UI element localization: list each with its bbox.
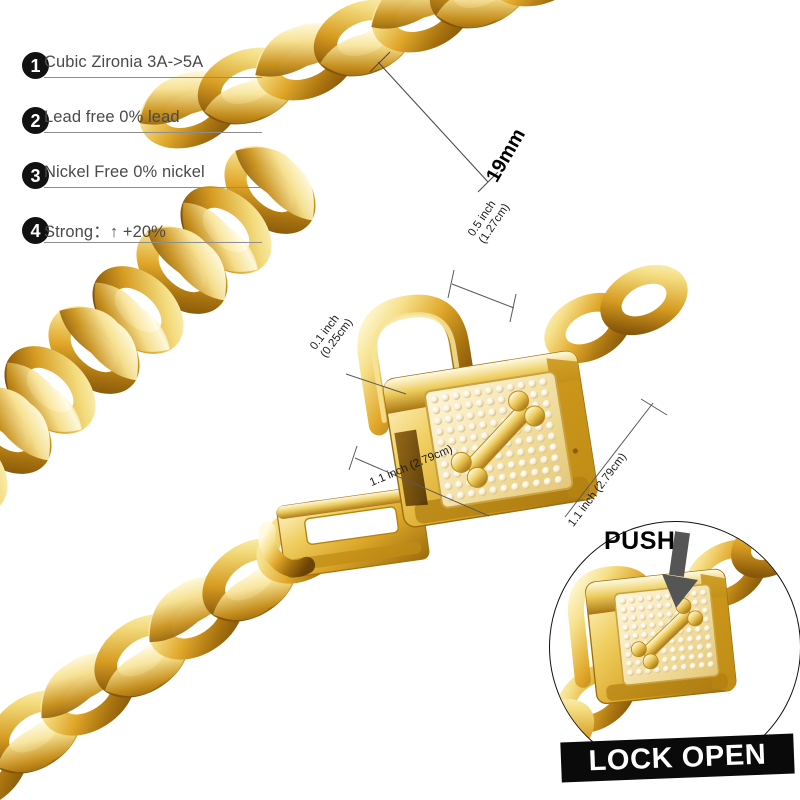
feature-text-2: Lead free 0% lead (44, 108, 180, 126)
push-label: PUSH (604, 527, 676, 555)
feature-badge-1: 1 (22, 52, 49, 79)
feature-rule-3 (44, 187, 262, 188)
feature-badge-2: 2 (22, 107, 49, 134)
feature-item-2: 2 Lead free 0% lead (22, 107, 297, 134)
feature-rule-2 (44, 132, 262, 133)
push-arrow-icon (662, 531, 698, 608)
feature-rule-1 (44, 77, 262, 78)
feature-item-3: 3 Nickel Free 0% nickel (22, 162, 297, 189)
dimension-line-shackle-thickness (345, 373, 407, 395)
padlock-clasp-main (357, 294, 598, 528)
clasp-keeper-piece (258, 487, 430, 578)
chain-strand-left (0, 146, 316, 514)
feature-text-3: Nickel Free 0% nickel (44, 163, 205, 181)
feature-badge-4: 4 (22, 217, 49, 244)
lock-open-label: LOCK OPEN (588, 738, 767, 777)
bone-motif-inset (630, 598, 704, 670)
dimension-line-lock-width (348, 445, 490, 517)
feature-text-1: Cubic Zironia 3A->5A (44, 53, 204, 71)
dimension-line-chain-width (369, 51, 499, 193)
feature-list: 1 Cubic Zironia 3A->5A 2 Lead free 0% le… (22, 52, 297, 272)
feature-item-1: 1 Cubic Zironia 3A->5A (22, 52, 297, 79)
bone-motif (450, 390, 546, 488)
feature-item-4: 4 Strong：↑ +20% (22, 217, 297, 244)
dimension-line-shackle-height (447, 269, 517, 323)
feature-text-4: Strong：↑ +20% (44, 223, 166, 241)
chain-strand-top (139, 0, 589, 149)
feature-badge-3: 3 (22, 162, 49, 189)
lock-open-banner: LOCK OPEN (560, 733, 795, 783)
dimension-line-lock-height (564, 398, 668, 518)
chain-links-near-clasp (544, 264, 688, 364)
feature-rule-4 (44, 242, 262, 243)
